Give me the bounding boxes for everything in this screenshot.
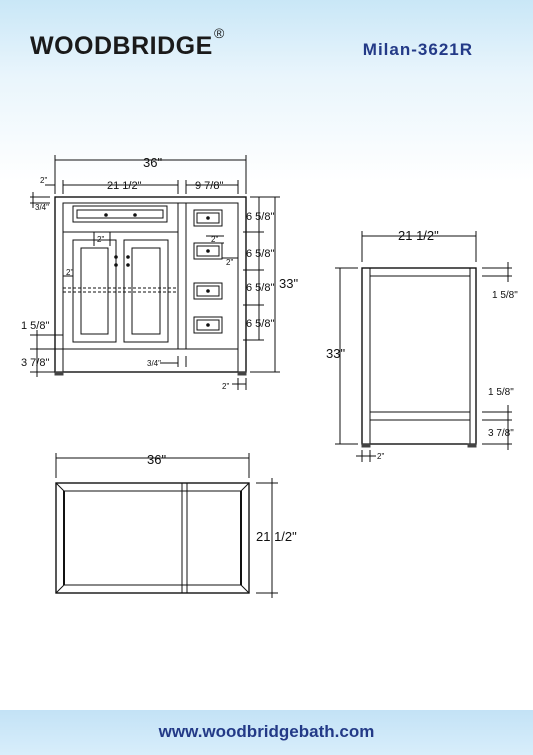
- dimension-drawing: 36" 2" 21 1/2" 9 7/8" 3/4" 33" 6 5/8" 6 …: [21, 155, 518, 598]
- side-view-labels: 21 1/2" 33" 1 5/8" 1 5/8" 3 7/8" 2": [326, 228, 518, 461]
- brand-logo: WOODBRIDGE: [30, 32, 213, 60]
- side-leg-width-label: 2": [377, 452, 384, 461]
- front-drawer-height-2: 6 5/8": [246, 248, 274, 260]
- front-drawer-width-label: 9 7/8": [195, 180, 223, 192]
- registered-mark: ®: [214, 25, 225, 41]
- top-view-dimensions: [55, 453, 278, 598]
- front-right-stile-label: 2": [226, 258, 233, 267]
- front-view-cabinet: [54, 196, 247, 376]
- front-drawer-gap-label: 2": [211, 235, 218, 244]
- front-door-width-label: 21 1/2": [107, 180, 142, 192]
- front-rail-inner-label: 2": [97, 235, 104, 244]
- front-toe-height-label: 3 7/8": [21, 357, 49, 369]
- front-drawer-height-3: 6 5/8": [246, 282, 274, 294]
- front-view-labels: 36" 2" 21 1/2" 9 7/8" 3/4" 33" 6 5/8" 6 …: [21, 155, 298, 391]
- front-view-dimensions: [30, 155, 280, 390]
- front-top-offset-label: 3/4": [35, 203, 49, 212]
- top-view-cabinet: [55, 482, 250, 594]
- footer-band: www.woodbridgebath.com: [0, 710, 533, 755]
- side-height-label: 33": [326, 346, 345, 361]
- front-left-stile-label: 2": [66, 268, 73, 277]
- top-depth-label: 21 1/2": [256, 529, 297, 544]
- front-toe-kick-gap-label: 3/4": [147, 359, 161, 368]
- side-toe-height-label: 3 7/8": [488, 428, 514, 439]
- model-number: Milan-3621R: [362, 40, 473, 59]
- front-drawer-height-1: 6 5/8": [246, 211, 274, 223]
- top-width-label: 36": [147, 452, 166, 467]
- top-view-labels: 36" 21 1/2": [147, 452, 297, 544]
- side-top-rail-label: 1 5/8": [492, 290, 518, 301]
- front-drawer-height-4: 6 5/8": [246, 318, 274, 330]
- side-view-dimensions: [335, 231, 512, 462]
- front-overall-width-label: 36": [143, 155, 162, 170]
- side-bottom-rail-label: 1 5/8": [488, 387, 514, 398]
- front-left-offset-label: 2": [40, 176, 47, 185]
- front-bottom-rail-label: 1 5/8": [21, 320, 49, 332]
- front-height-label: 33": [279, 276, 298, 291]
- side-view-cabinet: [361, 267, 477, 448]
- side-depth-label: 21 1/2": [398, 228, 439, 243]
- front-leg-width-label: 2": [222, 382, 229, 391]
- website-link[interactable]: www.woodbridgebath.com: [158, 722, 375, 741]
